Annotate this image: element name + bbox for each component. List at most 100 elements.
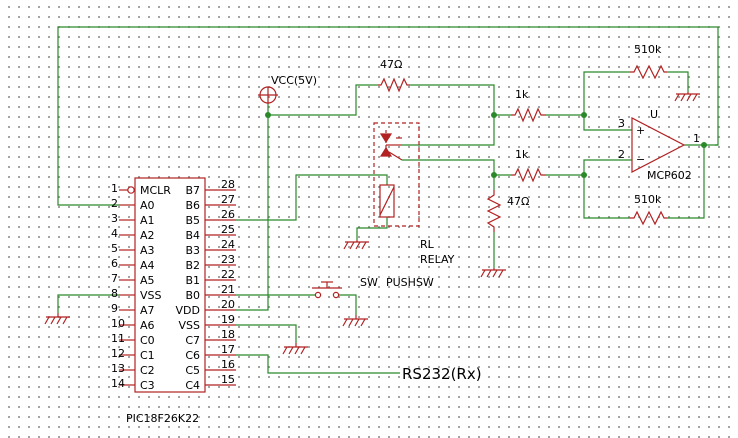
vcc-rail-wire [267,84,378,116]
relay-part-label: RELAY [420,253,455,266]
mcu-pin-name: B2 [185,259,200,272]
mcu-pin-name: C3 [140,379,155,392]
mcu-pin-number: 24 [221,238,235,251]
mcu-pin-name: C0 [140,334,155,347]
vdd-wire [236,115,269,311]
mcu-pin-number: 20 [221,298,235,311]
mcu-pin-number: 27 [221,193,235,206]
mcu-pin-number: 13 [111,362,125,375]
ground-symbol-vss [44,313,70,325]
mcu-pin-number: 3 [111,212,118,225]
resistor-510k-bottom [630,210,667,226]
mcu-pin-number: 14 [111,377,125,390]
mcu-pin-name: A1 [140,214,155,227]
mcu-pin-name: C7 [185,334,200,347]
mcu-pin-number: 18 [221,328,235,341]
relay-coil-diagonal [379,186,395,216]
mcu-pin-name: VDD [176,304,200,317]
resistor-510k-top-label: 510k [634,43,662,56]
rs232-label: RS232(Rx) [402,365,482,383]
mcu-pin-number: 15 [221,373,235,386]
mcu-pin-number: 28 [221,178,235,191]
opamp-pin-inv: 2 [618,148,625,161]
mcu-pin-number: 6 [111,257,118,270]
junctions [265,112,707,178]
mcu-pin-name: B7 [185,184,200,197]
mcu-pin-number: 4 [111,227,118,240]
relay-outline [373,122,420,227]
fb-top-left-wire [583,71,630,115]
relay-ref-label: RL [420,238,435,251]
resistor-1k-top [511,107,546,123]
resistor-510k-top [630,64,667,80]
mcu-pin-name: A5 [140,274,155,287]
mcu-pin-name: MCLR [140,184,171,197]
mcu-pin-number: 5 [111,242,118,255]
junction-dot [581,172,587,178]
mcu-pin-name: A3 [140,244,155,257]
mcu-pin-name: A4 [140,259,155,272]
junction-dot [491,172,497,178]
rs232-wire [236,354,400,374]
relay-contact-arrow-down [379,133,393,144]
mcu-pin-name: C6 [185,349,200,362]
b5-relay-wire [236,174,388,221]
vcc-label: VCC(5V) [271,74,317,87]
mcu-pin-name: B3 [185,244,200,257]
mcu-pin-name: B5 [185,214,200,227]
mcu-pin-name: A0 [140,199,155,212]
mcu-body [134,177,206,393]
opamp-minus-sign: − [636,153,645,166]
mcu-pin-name: C2 [140,364,155,377]
resistor-1k-top-label: 1k [515,88,529,101]
mcu-pin-number: 23 [221,253,235,266]
opamp-part-label: MCP602 [647,169,692,182]
relay-contact-arrow-up [379,146,393,157]
fb-bottom-right-wire [667,145,705,219]
junction-dot [701,142,707,148]
relay-switch-blade [388,151,403,161]
components [44,64,700,393]
junction-dot [491,112,497,118]
mcu-part-label: PIC18F26K22 [126,412,199,425]
relay-coil [379,184,395,218]
mcu-pin-name: VSS [140,289,162,302]
fb-top-right-wire [667,71,689,92]
junction-dot [581,112,587,118]
mcu-pin-number: 8 [111,287,118,300]
opamp-pin-noninv: 3 [618,117,625,130]
wires [57,26,719,374]
vcc-power-symbol [258,86,278,104]
relay-coil-ground-wire [356,217,388,240]
mcu-pin-number: 7 [111,272,118,285]
mcu-pin-number: 11 [111,332,125,345]
junction-dot [265,112,271,118]
noninv-input-wire [546,114,632,131]
vss2-ground-wire [236,324,297,343]
fb-bottom-left-wire [583,175,630,219]
mcu-pin-name: B1 [185,274,200,287]
mclr-inversion-bubble [127,186,135,194]
push-switch [312,281,342,299]
mcu-pin-name: A7 [140,304,155,317]
mcu-pin-number: 16 [221,358,235,371]
switch-part-label: PUSHSW [386,276,434,289]
mcu-pin-name: A2 [140,229,155,242]
switch-ground-wire [336,294,357,315]
opamp-ref-label: U [650,108,658,121]
inv-input-wire [546,159,632,176]
mcu-pin-name: VSS [179,319,201,332]
relay-contact-top-wire [402,114,511,146]
mcu-pin-name: A6 [140,319,155,332]
resistor-1k-bottom-label: 1k [515,148,529,161]
mcu-pin-name: C1 [140,349,155,362]
resistor-47ohm-ground-label: 47Ω [507,195,529,208]
relay-contact-bottom-wire [402,159,511,176]
resistor-47ohm-vcc [378,77,410,93]
resistor-47ohm-ground [486,190,502,232]
vss-ground-wire [57,294,119,313]
mcu-pin-name: B4 [185,229,200,242]
